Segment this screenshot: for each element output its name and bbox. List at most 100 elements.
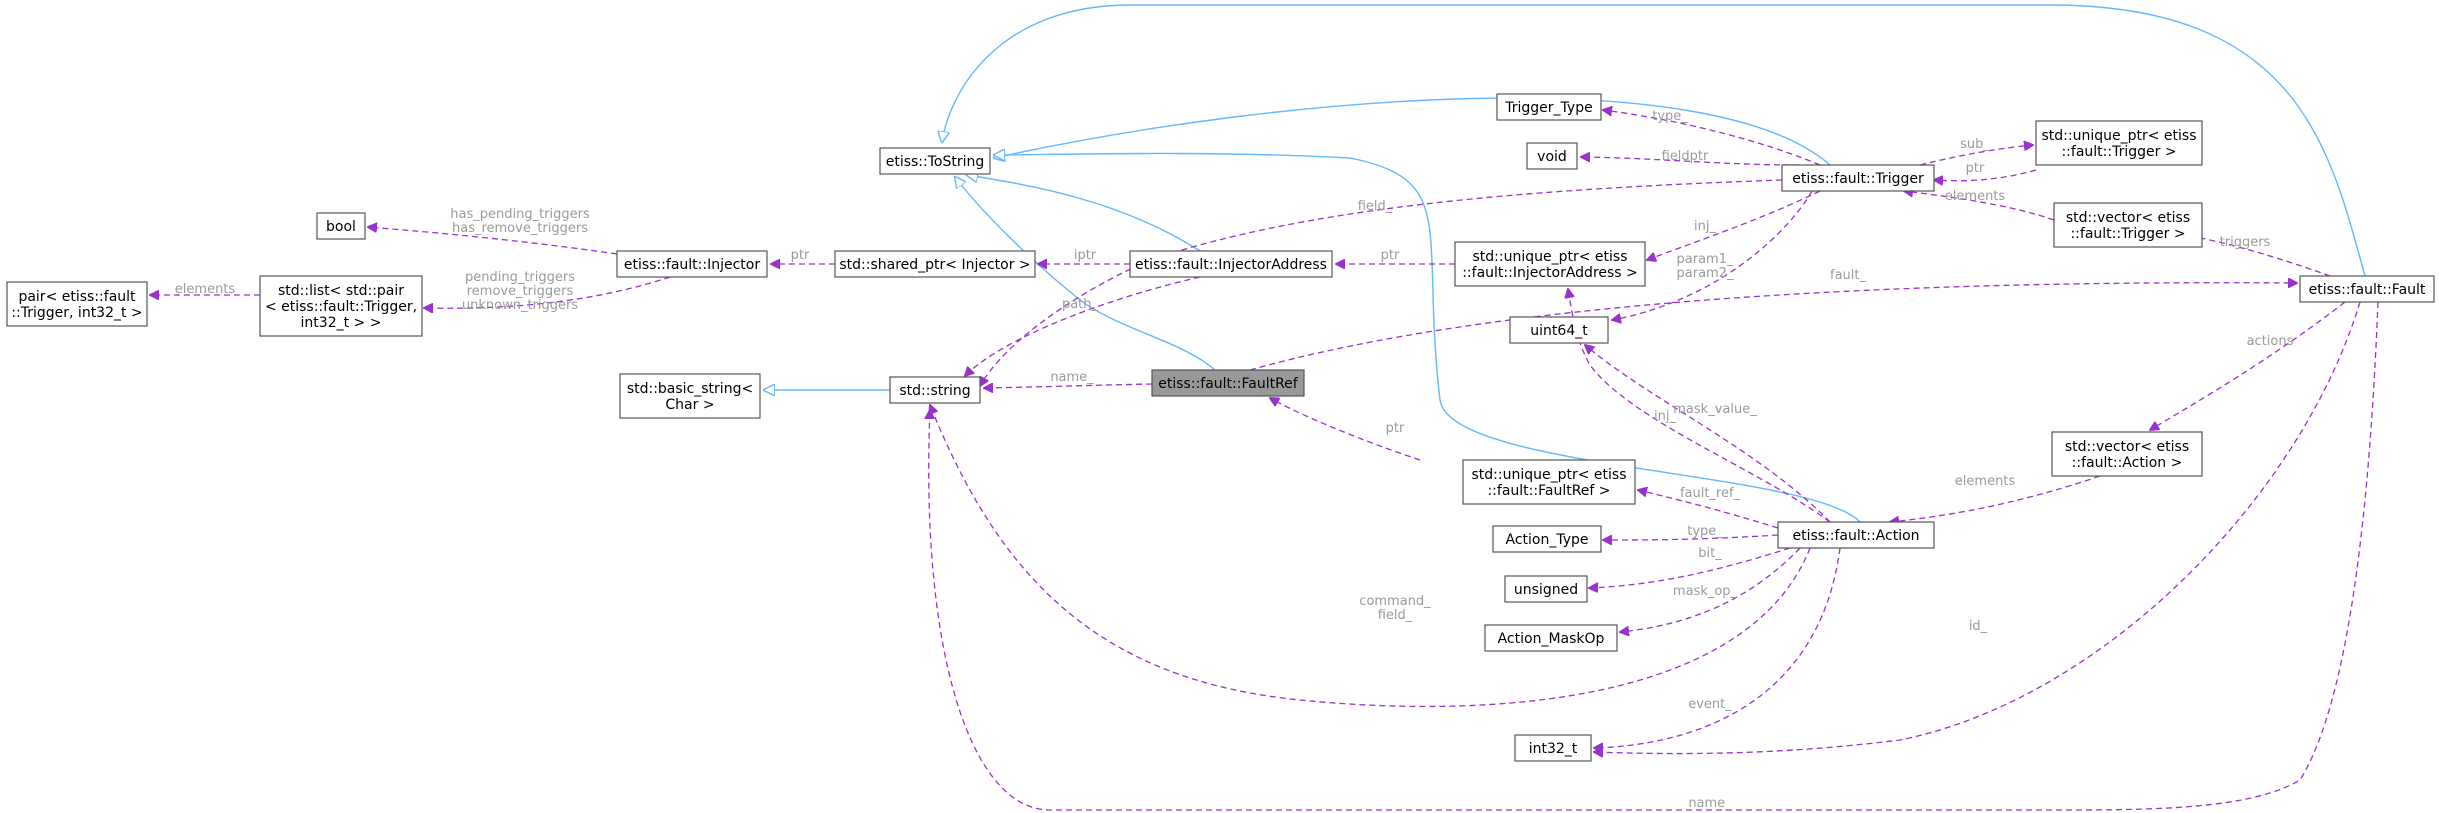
usage-edge-e-has xyxy=(368,227,618,255)
edge-label-line: has_remove_triggers xyxy=(452,221,588,236)
class-node-label: pair< etiss::fault xyxy=(18,289,136,305)
edge-label-e-elements-act: elements xyxy=(1955,474,2016,489)
class-node-box xyxy=(1514,734,1592,762)
edge-label-e-path: path_ xyxy=(1062,297,1099,312)
edge-label-e-mask-value: mask_value_ xyxy=(1673,402,1757,417)
class-node-vec-trigger[interactable]: std::vector< etiss::fault::Trigger > xyxy=(2053,202,2203,248)
edge-label-line: elements xyxy=(1955,474,2016,489)
class-node-uptr-trigger[interactable]: std::unique_ptr< etiss::fault::Trigger > xyxy=(2035,120,2203,166)
usage-edge-e-triggers xyxy=(2190,236,2331,277)
class-node-box xyxy=(1777,521,1935,549)
class-node-box xyxy=(316,212,366,240)
class-node-label: Char > xyxy=(665,397,714,413)
class-node-basic-string[interactable]: std::basic_string<Char > xyxy=(619,373,761,419)
class-node-uptr-faultref[interactable]: std::unique_ptr< etiss::fault::FaultRef … xyxy=(1462,459,1636,505)
edge-label-e-sub: sub_ xyxy=(1960,137,1990,152)
class-node-sptr-injector[interactable]: std::shared_ptr< Injector > xyxy=(834,250,1036,278)
edge-label-line: type_ xyxy=(1687,524,1723,539)
edge-label-line: unknown_triggers xyxy=(462,298,578,313)
edge-label-line: has_pending_triggers xyxy=(450,207,590,222)
class-node-uptr-ia[interactable]: std::unique_ptr< etiss::fault::InjectorA… xyxy=(1454,241,1646,287)
edge-label-line: actions xyxy=(2247,334,2294,349)
edge-label-e-mask-op: mask_op_ xyxy=(1673,584,1738,599)
class-node-injector-address[interactable]: etiss::fault::InjectorAddress xyxy=(1129,250,1333,278)
class-node-box xyxy=(1151,369,1305,397)
usage-edge-e-actions xyxy=(2150,301,2346,430)
edge-label-line: mask_op_ xyxy=(1673,584,1738,599)
class-node-string[interactable]: std::string xyxy=(889,376,981,404)
inheritance-edge-e-fault-tostring xyxy=(942,4,2366,277)
edge-label-e-ptr-trig: ptr xyxy=(1966,161,1985,176)
class-node-label: std::unique_ptr< etiss xyxy=(1471,467,1626,483)
class-node-label: std::string xyxy=(899,383,970,399)
class-node-label: etiss::fault::InjectorAddress xyxy=(1135,257,1327,273)
edge-label-line: ptr xyxy=(1386,421,1405,436)
edge-label-line: fault_ xyxy=(1830,268,1866,283)
class-node-list[interactable]: std::list< std::pair< etiss::fault::Trig… xyxy=(259,275,423,337)
edge-label-e-bit: bit_ xyxy=(1698,546,1722,561)
edge-label-e-fieldptr: fieldptr xyxy=(1662,149,1709,164)
class-node-unsigned[interactable]: unsigned xyxy=(1504,575,1588,603)
edge-label-e-field: field_ xyxy=(1358,199,1393,214)
class-node-action-maskop[interactable]: Action_MaskOp xyxy=(1484,624,1618,652)
class-node-label: ::fault::Trigger > xyxy=(2070,226,2185,242)
class-node-label: bool xyxy=(326,219,356,235)
usage-edge-e-command xyxy=(930,405,1811,708)
usage-edge-e-bit xyxy=(1589,547,1791,588)
edge-label-line: name_ xyxy=(1688,796,1732,811)
usage-edge-e-fieldptr xyxy=(1581,157,1801,166)
class-node-action-type[interactable]: Action_Type xyxy=(1492,525,1602,553)
class-node-trigger-type[interactable]: Trigger_Type xyxy=(1496,93,1602,121)
class-node-box xyxy=(879,147,991,175)
class-node-label: ::fault::Trigger > xyxy=(2061,144,2176,160)
edge-label-e-fault: fault_ xyxy=(1830,268,1866,283)
usage-edge-e-param xyxy=(1612,190,1813,320)
edge-label-line: fieldptr xyxy=(1662,149,1709,164)
class-node-label: uint64_t xyxy=(1530,323,1588,339)
edge-label-line: inj_ xyxy=(1654,409,1676,424)
class-node-vec-action[interactable]: std::vector< etiss::fault::Action > xyxy=(2051,431,2203,477)
edge-label-line: inj_ xyxy=(1694,219,1716,234)
class-node-injector[interactable]: etiss::fault::Injector xyxy=(616,250,768,278)
edge-label-line: elements xyxy=(175,282,236,297)
edge-label-line: id_ xyxy=(1969,619,1988,634)
class-node-label: std::list< std::pair xyxy=(278,283,404,299)
edge-label-e-name-fault: name_ xyxy=(1688,796,1732,811)
usage-edge-e-elements-trig xyxy=(1904,191,2055,221)
class-node-action[interactable]: etiss::fault::Action xyxy=(1777,521,1935,549)
edge-label-e-inj-trig: inj_ xyxy=(1694,219,1716,234)
edge-label-e-fault-ref: fault_ref_ xyxy=(1680,486,1741,501)
class-node-label: std::unique_ptr< etiss xyxy=(1472,249,1627,265)
class-node-label: std::shared_ptr< Injector > xyxy=(839,257,1030,273)
edge-label-line: field_ xyxy=(1358,199,1393,214)
class-node-label: < etiss::fault::Trigger, xyxy=(265,299,417,315)
edge-label-line: ptr xyxy=(791,248,810,263)
class-node-label: Trigger_Type xyxy=(1504,100,1592,116)
class-node-box xyxy=(1526,142,1578,170)
class-node-box xyxy=(1129,250,1333,278)
edge-label-line: param1_ xyxy=(1677,252,1734,267)
edge-label-line: name_ xyxy=(1050,370,1094,385)
inheritance-edge-e-action-tostring xyxy=(994,153,1861,523)
class-node-box xyxy=(834,250,1036,278)
class-node-label: unsigned xyxy=(1514,582,1578,598)
edge-label-line: ptr xyxy=(1381,248,1400,263)
class-node-label: std::unique_ptr< etiss xyxy=(2041,128,2196,144)
class-node-bool[interactable]: bool xyxy=(316,212,366,240)
class-node-int32[interactable]: int32_t xyxy=(1514,734,1592,762)
class-node-faultref[interactable]: etiss::fault::FaultRef xyxy=(1151,369,1305,397)
edge-label-e-id: id_ xyxy=(1969,619,1988,634)
edge-label-line: type_ xyxy=(1652,109,1688,124)
class-node-label: ::fault::FaultRef > xyxy=(1487,483,1610,499)
class-node-tostring[interactable]: etiss::ToString xyxy=(879,147,991,175)
usage-edge-e-ptr-fr xyxy=(1270,398,1421,461)
class-node-pair[interactable]: pair< etiss::fault::Trigger, int32_t > xyxy=(6,281,148,327)
usage-edge-e-name xyxy=(984,384,1153,388)
class-node-uint64[interactable]: uint64_t xyxy=(1509,316,1609,344)
class-node-fault[interactable]: etiss::fault::Fault xyxy=(2299,275,2435,303)
class-node-void[interactable]: void xyxy=(1526,142,1578,170)
usage-edge-e-fault xyxy=(1249,283,2297,371)
class-node-trigger[interactable]: etiss::fault::Trigger xyxy=(1781,164,1935,192)
